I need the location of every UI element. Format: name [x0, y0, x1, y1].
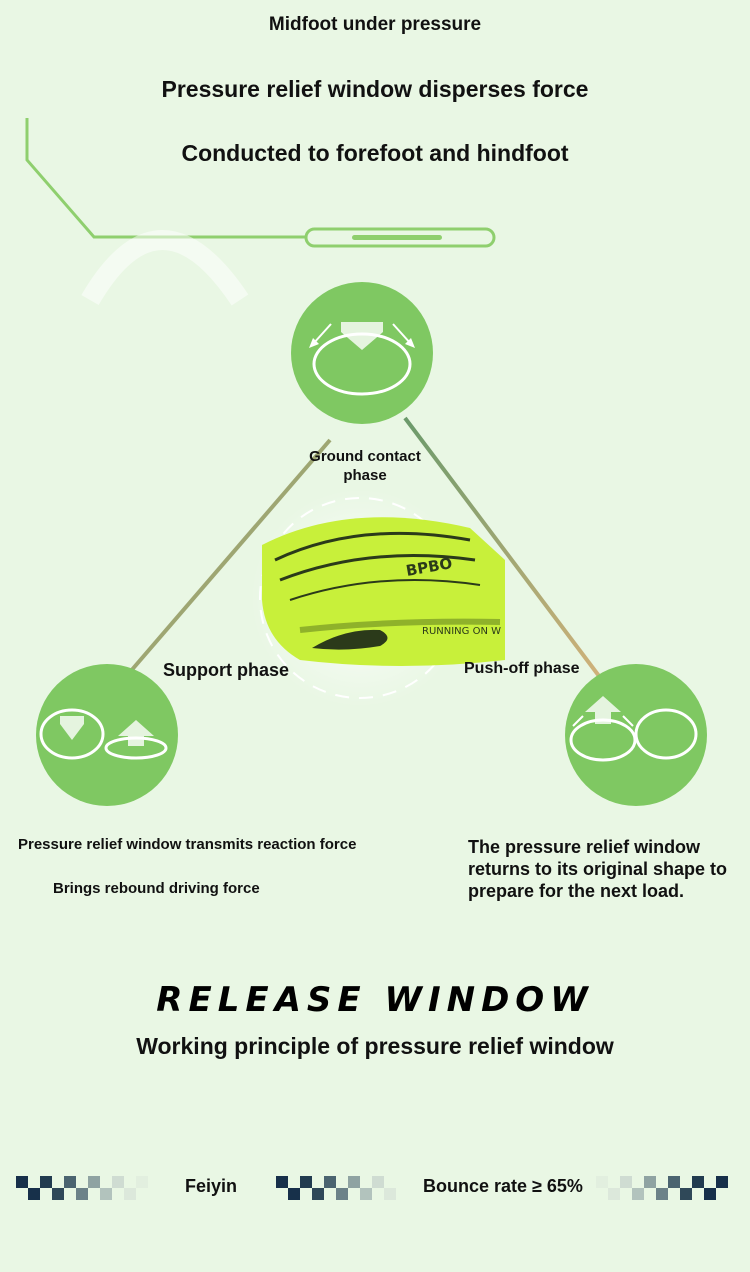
phase-label-push-off: Push-off phase	[464, 660, 580, 677]
phase-triangle	[128, 416, 604, 739]
brand-subtitle: Working principle of pressure relief win…	[136, 1033, 614, 1059]
shoe-side-print: RUNNING ON W	[422, 626, 501, 637]
restore-icon	[569, 696, 698, 762]
header-line-2: Pressure relief window disperses force	[161, 76, 589, 102]
rebound-icon	[39, 708, 168, 760]
header-line-3: Conducted to forefoot and hindfoot	[181, 140, 569, 166]
push-off-circle	[565, 664, 707, 806]
connector-line	[25, 118, 496, 248]
checker-decoration-middle	[276, 1176, 396, 1200]
push-off-description: The pressure relief window returns to it…	[468, 837, 728, 901]
support-circle	[36, 664, 178, 806]
spec-material: Feiyin	[185, 1176, 238, 1196]
compression-icon	[309, 322, 415, 396]
checker-decoration-left	[16, 1176, 148, 1200]
spec-bounce-rate: Bounce rate ≥ 65%	[423, 1176, 583, 1196]
phase-label-ground-contact: Ground contact phase	[309, 448, 421, 484]
phase-label-support: Support phase	[163, 660, 290, 680]
brand-title: RELEASE WINDOW	[156, 980, 594, 1020]
header-line-1: Midfoot under pressure	[268, 14, 482, 35]
support-description-1: Pressure relief window transmits reactio…	[18, 836, 357, 853]
checker-decoration-right	[596, 1176, 728, 1200]
shoe-image: BPBO RUNNING ON W	[250, 488, 505, 708]
support-description-2: Brings rebound driving force	[53, 880, 260, 897]
ground-contact-circle	[291, 282, 433, 424]
